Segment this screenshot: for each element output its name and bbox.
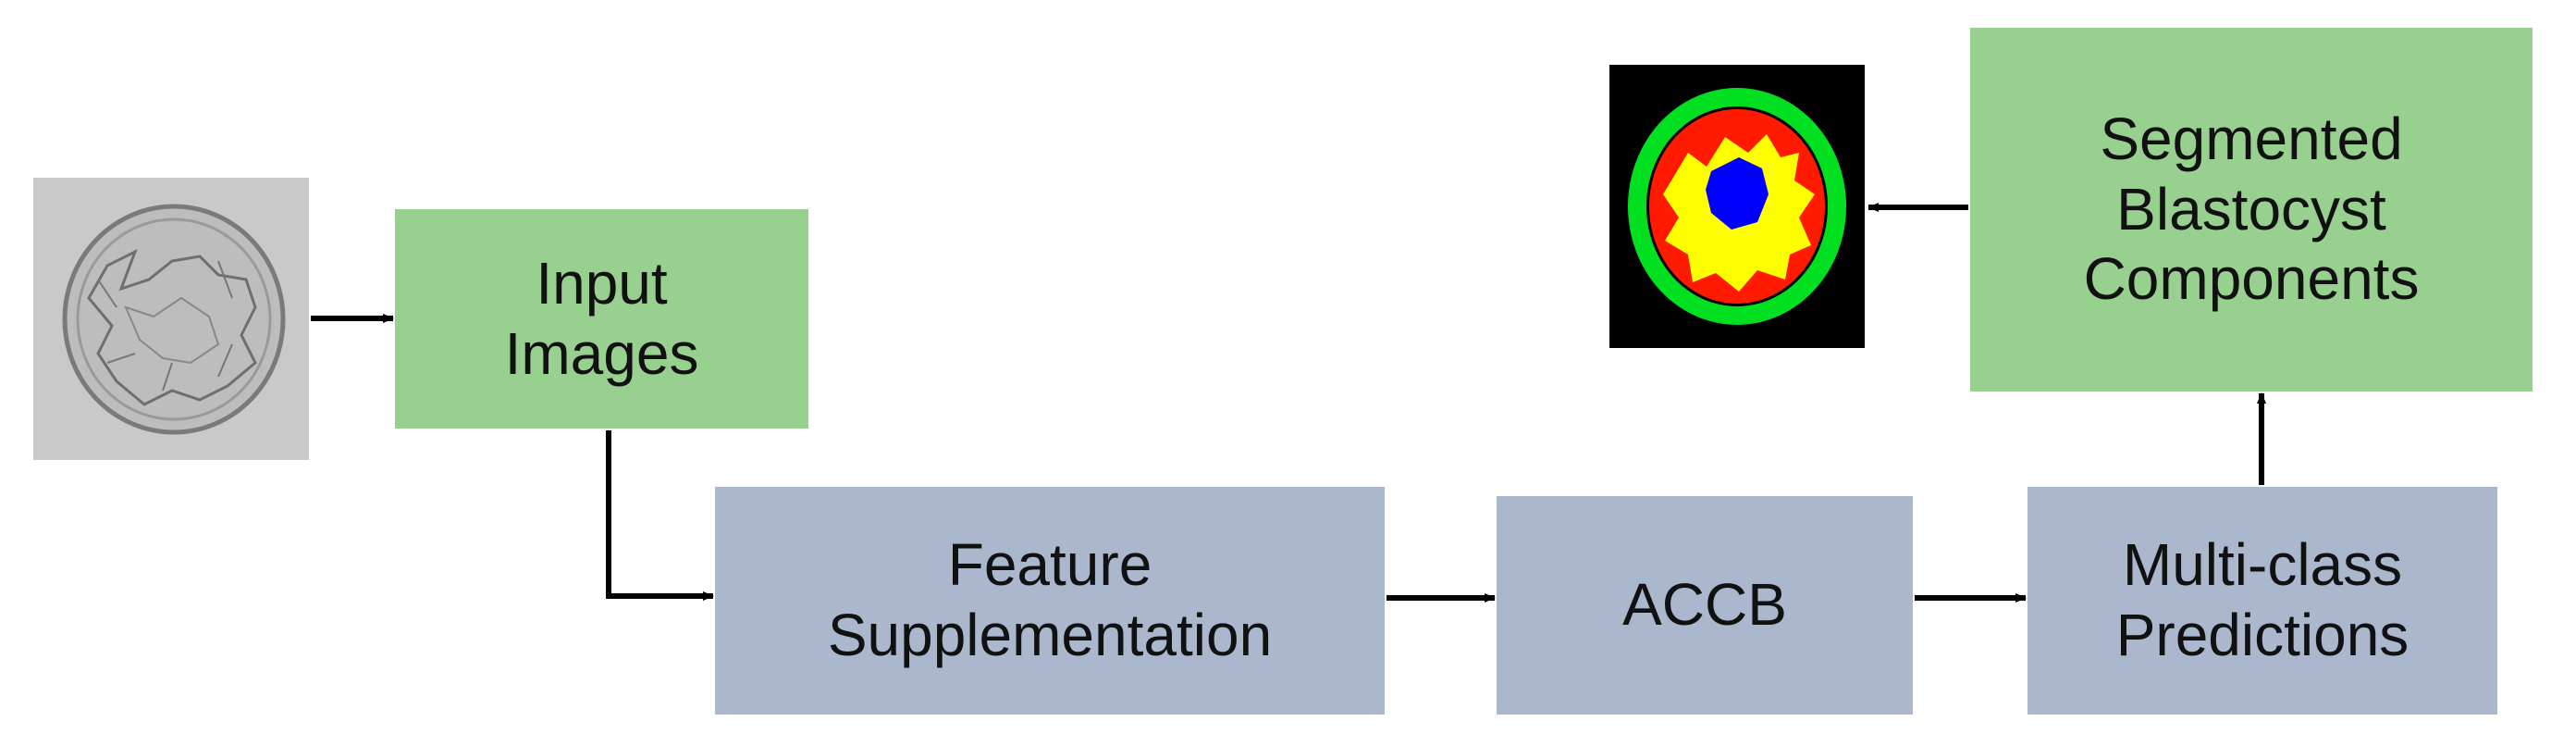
input-images-line2: Images — [504, 319, 699, 387]
input-images-box: Input Images — [395, 209, 808, 429]
segmentation-mask-image — [1609, 65, 1865, 348]
multi-class-predictions-box: Multi-class Predictions — [2028, 487, 2497, 715]
arrow-input-to-feature — [606, 430, 714, 601]
multi-class-predictions-line2: Predictions — [2115, 602, 2410, 668]
segmented-line1: Segmented — [2100, 106, 2403, 173]
feature-supplementation-line1: Feature — [947, 531, 1152, 599]
segmented-line3: Components — [2083, 245, 2420, 313]
blastocyst-photo-graphic — [33, 178, 309, 460]
feature-supplementation-line2: Supplementation — [827, 602, 1273, 668]
accb-box: ACCB — [1497, 496, 1913, 715]
feature-supplementation-box: Feature Supplementation — [715, 487, 1385, 715]
segmented-line2: Blastocyst — [2116, 175, 2386, 242]
segmented-blastocyst-graphic — [1609, 65, 1865, 348]
inner-cell-mass-region — [1706, 157, 1769, 230]
multi-class-predictions-line1: Multi-class — [2122, 531, 2403, 599]
accb-label: ACCB — [1622, 571, 1787, 639]
segmented-blastocyst-components-box: Segmented Blastocyst Components — [1970, 28, 2533, 392]
input-microscopy-image — [33, 178, 309, 460]
input-images-line1: Input — [536, 249, 668, 317]
